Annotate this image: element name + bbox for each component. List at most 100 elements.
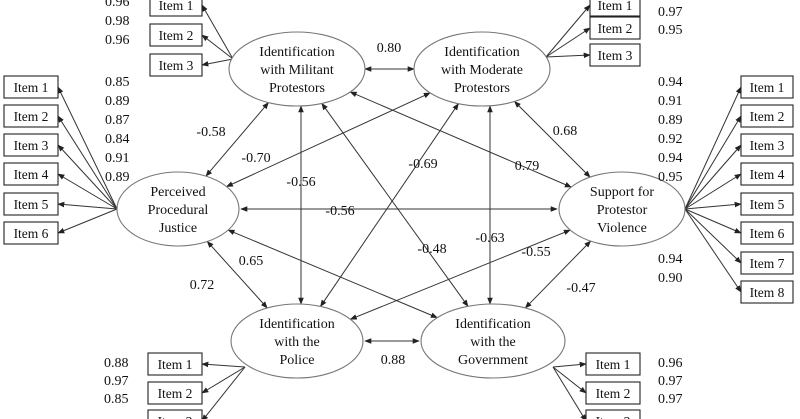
indicator-justice-4-label: Item 4 <box>14 167 49 182</box>
coef-moderate-government: -0.63 <box>475 231 504 246</box>
shapes-layer <box>3 0 794 419</box>
indicator-support-5-label: Item 5 <box>750 197 785 212</box>
loading-arrow-government-3 <box>552 366 587 419</box>
loading-justice-4: 0.84 <box>105 132 130 147</box>
loading-militant-2: 0.98 <box>105 14 130 29</box>
loading-arrow-justice-4 <box>57 173 118 210</box>
construct-support-label-1: Support for <box>590 185 655 200</box>
indicator-justice-2 <box>3 104 59 128</box>
indicator-police-1-label: Item 1 <box>158 357 193 372</box>
indicator-justice-1 <box>3 75 59 99</box>
indicator-justice-3 <box>3 133 59 157</box>
coef-militant-moderate: 0.80 <box>377 41 402 56</box>
indicator-justice-4 <box>3 162 59 186</box>
coef-police-government: 0.88 <box>381 353 406 368</box>
loading-government-3: 0.97 <box>658 392 683 407</box>
indicator-government-2 <box>585 381 641 405</box>
indicator-police-3-label: Item 3 <box>158 414 193 419</box>
loading-support-4: 0.92 <box>658 132 683 147</box>
loading-support-2: 0.91 <box>658 94 683 109</box>
indicator-police-1 <box>147 352 203 376</box>
loading-arrow-police-1 <box>201 361 246 368</box>
indicator-militant-2 <box>149 23 203 47</box>
loading-arrow-moderate-2 <box>545 27 591 58</box>
construct-militant <box>228 31 366 107</box>
construct-support-label-2: Protestor <box>597 203 648 218</box>
indicator-moderate-2 <box>589 16 641 40</box>
construct-justice-label-3: Justice <box>159 221 197 236</box>
coef-justice-police: 0.72 <box>190 278 215 293</box>
indicator-support-6-label: Item 6 <box>750 226 785 241</box>
loading-arrow-support-2 <box>684 115 742 210</box>
loading-arrow-justice-5 <box>57 201 118 210</box>
construct-government-label-1: Identification <box>455 317 530 332</box>
loading-moderate-1: 0.97 <box>658 5 683 20</box>
labels-layer: Item 1 Item 2 Item 3 Item 1 Item 2 Item 3 Item… <box>14 0 785 419</box>
loading-arrow-justice-2 <box>57 115 118 210</box>
indicator-militant-2-label: Item 2 <box>159 28 194 43</box>
indicator-police-2-label: Item 2 <box>158 386 193 401</box>
coef-moderate-police: -0.69 <box>408 157 437 172</box>
indicator-support-3-label: Item 3 <box>750 138 785 153</box>
loading-support-lower-2: 0.90 <box>658 271 683 286</box>
indicator-moderate-2-label: Item 2 <box>598 21 633 36</box>
loading-justice-5: 0.91 <box>105 151 130 166</box>
loading-government-2: 0.97 <box>658 374 683 389</box>
indicator-justice-5 <box>3 192 59 216</box>
loading-militant-1: 0.96 <box>105 0 130 10</box>
indicator-government-3-label: Item 3 <box>596 414 631 419</box>
loading-arrow-justice-3 <box>57 144 118 210</box>
coef-police-support: -0.55 <box>521 245 550 260</box>
loading-arrow-police-2 <box>201 366 246 394</box>
indicator-support-4 <box>740 162 794 186</box>
loading-arrow-government-1 <box>552 361 587 368</box>
indicator-support-1-label: Item 1 <box>750 80 785 95</box>
loading-arrow-support-8 <box>684 208 742 293</box>
indicator-support-6 <box>740 221 794 245</box>
indicator-justice-5-label: Item 5 <box>14 197 49 212</box>
construct-moderate-label-3: Protestors <box>454 81 510 96</box>
loading-arrow-support-4 <box>684 173 742 210</box>
indicator-militant-1-label: Item 1 <box>159 0 194 13</box>
indicator-moderate-1-label: Item 1 <box>598 0 633 13</box>
construct-moderate-label-2: with Moderate <box>441 63 523 78</box>
loading-arrow-moderate-1 <box>545 4 591 58</box>
path-justice-government <box>227 229 438 319</box>
coef-militant-support: 0.79 <box>515 159 540 174</box>
loading-justice-6: 0.89 <box>105 170 130 185</box>
indicator-police-3 <box>147 409 203 419</box>
loading-police-2: 0.97 <box>104 374 129 389</box>
construct-support <box>558 171 686 247</box>
coef-militant-police: -0.56 <box>286 175 315 190</box>
loading-arrow-justice-1 <box>57 86 118 210</box>
construct-militant-label-3: Protestors <box>269 81 325 96</box>
path-police-support <box>349 229 571 320</box>
construct-justice-label-1: Perceived <box>150 185 205 200</box>
coef-justice-support: -0.56 <box>325 204 354 219</box>
loading-arrow-support-3 <box>684 144 742 210</box>
construct-police <box>230 303 364 379</box>
path-justice-police <box>206 240 268 309</box>
indicator-government-2-label: Item 2 <box>596 386 631 401</box>
indicator-justice-1-label: Item 1 <box>14 80 49 95</box>
loading-arrow-militant-1 <box>201 4 234 60</box>
indicator-support-3 <box>740 133 794 157</box>
indicator-government-3 <box>585 409 641 419</box>
loading-support-6: 0.95 <box>658 170 683 185</box>
loading-arrow-support-7 <box>684 208 742 264</box>
indicator-moderate-3 <box>589 43 641 67</box>
loading-moderate-2: 0.95 <box>658 23 683 38</box>
indicator-support-7-label: Item 7 <box>750 256 785 271</box>
indicator-government-1 <box>585 352 641 376</box>
loading-support-3: 0.89 <box>658 113 683 128</box>
indicator-justice-3-label: Item 3 <box>14 138 49 153</box>
loading-justice-3: 0.87 <box>105 113 130 128</box>
loading-arrow-support-6 <box>684 208 742 234</box>
indicator-support-7 <box>740 251 794 275</box>
indicator-support-2-label: Item 2 <box>750 109 785 124</box>
loading-militant-3: 0.96 <box>105 33 130 48</box>
loading-support-5: 0.94 <box>658 151 683 166</box>
coef-moderate-support: 0.68 <box>553 124 578 139</box>
loading-arrow-support-1 <box>684 86 742 210</box>
loading-arrow-militant-3 <box>201 58 234 67</box>
